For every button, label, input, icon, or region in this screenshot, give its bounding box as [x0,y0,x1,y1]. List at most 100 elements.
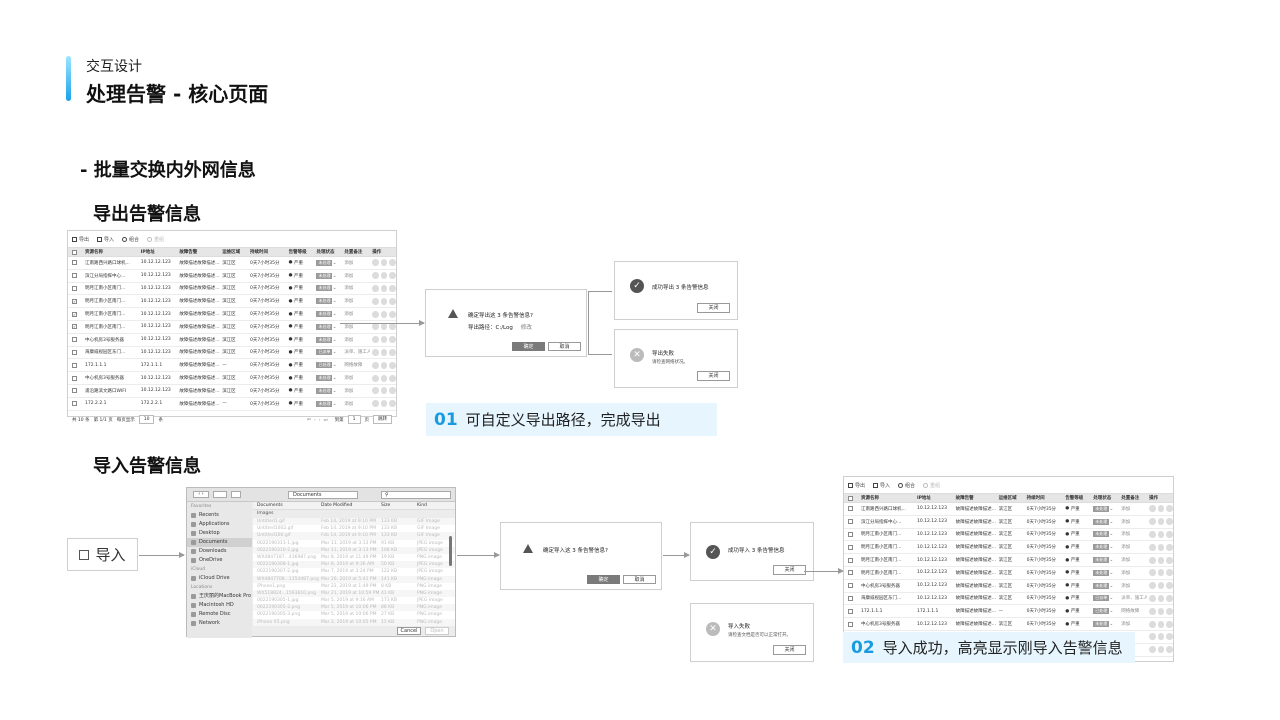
chevron-down-icon[interactable]: ⌄ [332,387,337,394]
cell-note[interactable]: 派单、施工人... [344,350,371,356]
row-checkbox[interactable] [848,608,853,614]
action-icon[interactable] [380,348,388,356]
action-icon[interactable] [389,361,396,369]
action-icon[interactable] [372,400,379,408]
sidebar-item[interactable]: Downloads [187,547,252,556]
cell-status[interactable]: 未处理 [316,298,333,305]
cell-status[interactable]: 未处理 [1093,569,1110,576]
cell-status[interactable]: 未处理 [316,272,333,279]
action-icon[interactable] [1157,543,1165,551]
select-all-checkbox[interactable] [848,495,853,501]
action-icon[interactable] [1157,620,1165,628]
column-header[interactable]: IP地址 [916,496,931,501]
chevron-down-icon[interactable]: ⌄ [1109,531,1114,538]
combine-tool[interactable]: 组合 [898,482,915,489]
finder-scrollbar[interactable] [449,536,452,566]
action-icon[interactable] [1166,607,1173,615]
chevron-down-icon[interactable]: ⌄ [332,362,337,369]
chevron-down-icon[interactable]: ⌄ [332,400,337,407]
action-icon[interactable] [380,272,388,280]
cell-status[interactable]: 未处理 [1093,544,1110,551]
row-checkbox[interactable] [848,595,853,601]
action-icon[interactable] [380,361,388,369]
action-icon[interactable] [1166,646,1173,654]
cell-note[interactable]: 添加 [344,337,354,343]
action-icon[interactable] [1157,594,1165,602]
action-icon[interactable] [1157,556,1165,564]
row-checkbox[interactable] [72,375,77,381]
column-header[interactable]: 告警等级 [288,250,307,255]
action-icon[interactable] [1157,530,1165,538]
action-icon[interactable] [389,272,396,280]
action-icon[interactable] [1157,582,1165,590]
chevron-down-icon[interactable]: ⌄ [1109,505,1114,512]
action-icon[interactable] [1166,518,1173,526]
chevron-down-icon[interactable]: ⌄ [332,311,337,318]
cell-status[interactable]: 未处理 [1093,582,1110,589]
row-checkbox[interactable]: ✓ [72,324,77,330]
cell-status[interactable]: 未处理 [316,311,333,318]
sidebar-item[interactable]: Remote Disc [187,610,252,619]
sidebar-item[interactable]: OneDrive [187,556,252,565]
row-checkbox[interactable] [72,260,77,266]
chevron-down-icon[interactable]: ⌄ [332,375,337,382]
action-icon[interactable] [389,310,396,318]
action-icon[interactable] [380,284,388,292]
cell-status[interactable]: 未处理 [1093,518,1110,525]
action-icon[interactable] [1157,518,1165,526]
action-icon[interactable] [380,310,388,318]
row-checkbox[interactable] [848,570,853,576]
row-checkbox[interactable] [72,362,77,368]
action-icon[interactable] [372,272,379,280]
folder-icon[interactable] [231,491,241,498]
action-icon[interactable] [1166,505,1173,513]
action-icon[interactable] [380,336,388,344]
action-icon[interactable] [389,348,396,356]
action-icon[interactable] [1166,582,1173,590]
sidebar-item[interactable]: Applications [187,520,252,529]
column-header[interactable]: 运维区域 [222,250,241,255]
chevron-down-icon[interactable]: ⌄ [332,349,337,356]
cell-note[interactable]: 添加 [344,376,354,382]
row-checkbox[interactable] [848,506,853,512]
action-icon[interactable] [380,297,388,305]
cell-status[interactable]: 未处理 [1093,557,1110,564]
per-page-select[interactable]: 10 [138,415,155,425]
row-checkbox[interactable] [72,388,77,394]
chevron-down-icon[interactable]: ⌄ [332,323,337,330]
col-name[interactable]: Documents [257,503,283,508]
cell-note[interactable]: 添加 [1121,519,1131,525]
cell-note[interactable]: 添加 [1121,545,1131,551]
row-checkbox[interactable] [848,557,853,563]
action-icon[interactable] [372,310,379,318]
action-icon[interactable] [380,374,388,382]
cell-note[interactable]: 网络故障 [344,363,363,369]
column-header[interactable]: 告警等级 [1065,496,1084,501]
action-icon[interactable] [1149,594,1156,602]
cell-note[interactable]: 添加 [344,299,354,305]
finder-open-button[interactable]: Open [425,627,449,635]
chevron-down-icon[interactable]: ⌄ [332,285,337,292]
row-checkbox[interactable] [72,401,77,407]
chevron-down-icon[interactable]: ⌄ [332,298,337,305]
action-icon[interactable] [380,259,388,267]
row-checkbox[interactable] [848,519,853,525]
action-icon[interactable] [380,400,388,408]
chevron-down-icon[interactable]: ⌄ [332,336,337,343]
cell-status[interactable]: 未处理 [316,323,333,330]
